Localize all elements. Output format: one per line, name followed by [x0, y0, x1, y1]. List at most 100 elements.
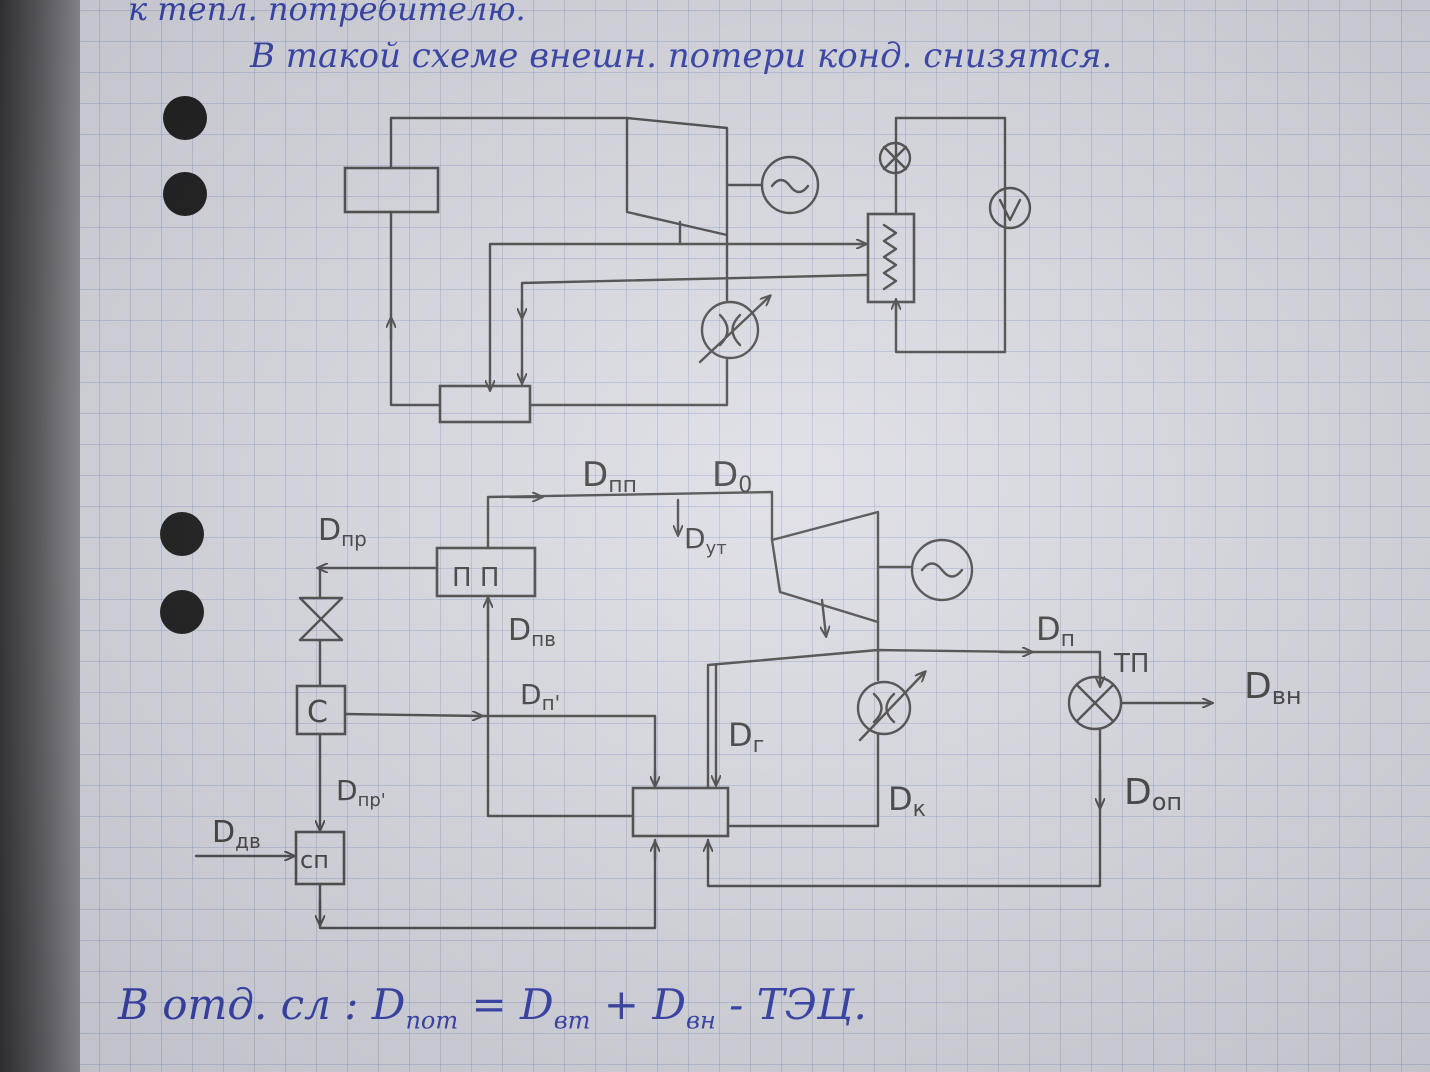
boiler-box: [343, 166, 440, 214]
note-second-line: В такой схеме внешн. потери конд. снизят…: [250, 36, 1113, 76]
label-d-0-sub: 0: [738, 473, 752, 498]
label-pp-box: П П: [452, 563, 499, 593]
svg-text:Dпр': Dпр': [336, 774, 386, 811]
punch-hole-2: [163, 172, 207, 216]
valve-icon: [298, 596, 344, 642]
svg-text:Dп': Dп': [520, 678, 560, 715]
pp-box: [435, 546, 537, 598]
punch-hole-1: [163, 96, 207, 140]
label-tp: ТП: [1113, 649, 1149, 679]
svg-text:D0: D0: [712, 455, 752, 498]
label-d-pv-sub: пв: [531, 627, 556, 651]
pump-box-top: [438, 384, 532, 424]
label-d-pv: D: [508, 613, 531, 648]
condenser-arrow-bottom: [858, 672, 925, 742]
punch-hole-4: [160, 590, 204, 634]
label-d-ut-sub: ут: [706, 538, 727, 559]
consumer-valve-icon: [878, 141, 912, 175]
svg-text:Dп: Dп: [1036, 610, 1075, 652]
svg-text:Dвн: Dвн: [1244, 666, 1302, 710]
main-steam-line: [486, 490, 774, 550]
svg-text:Dут: Dут: [684, 522, 727, 559]
turbine-bottom: [770, 510, 880, 624]
steam-line-top: [389, 116, 629, 170]
label-d-r-sub: г: [753, 733, 765, 758]
note-top-line: к тепл. потребителю.: [128, 0, 526, 28]
svg-text:Dпп: Dпп: [582, 455, 637, 498]
label-d-pr: D: [318, 513, 341, 548]
page-edge: [0, 0, 80, 1072]
label-d-p-prime: D: [520, 678, 542, 711]
label-d-pp-sub: пп: [608, 473, 637, 498]
consumer-pump-mark: [998, 198, 1022, 222]
label-d-op: D: [1124, 772, 1152, 813]
generator-bottom-icon: [910, 538, 974, 602]
label-d-n: D: [1036, 610, 1061, 648]
top-scheme: [343, 116, 1032, 424]
condenser-arrow-top: [698, 296, 770, 364]
bottom-text-4: - ТЭЦ.: [729, 980, 867, 1029]
heating-extraction-line: [706, 648, 1032, 790]
svg-text:Dпр: Dпр: [318, 513, 367, 551]
bottom-scheme: [194, 490, 1212, 930]
extraction-arrow-bottom: [822, 598, 826, 636]
svg-text:Dдв: Dдв: [212, 815, 261, 853]
separator-steam-line: [343, 714, 482, 716]
svg-text:Dк: Dк: [888, 780, 926, 822]
label-d-pr-prime-sub: пр': [358, 790, 386, 811]
bottom-text-1: В отд. сл : D: [118, 980, 406, 1029]
svg-text:Dпв: Dпв: [508, 613, 556, 651]
label-separator-box: С: [307, 695, 328, 730]
svg-text:Dг: Dг: [728, 716, 764, 758]
label-d-k-sub: к: [913, 797, 926, 822]
label-d-pp: D: [582, 455, 608, 495]
label-d-dv-sub: дв: [235, 829, 261, 853]
generator-wave-top: [770, 178, 810, 194]
punch-hole-3: [160, 512, 204, 556]
bottom-text-3: + D: [603, 980, 686, 1029]
condensate-return-bottom: [728, 732, 880, 828]
label-d-n-sub: п: [1061, 627, 1075, 652]
diagram-label-group: Dпп D0 Dут Dпр П П Dпв Dп' С Dпр' Dдв сп…: [212, 455, 1302, 874]
separator-steam-into: [480, 714, 657, 786]
condensate-line: [520, 273, 868, 382]
condenser-return: [528, 356, 729, 407]
bottom-sub-2: вт: [553, 1006, 591, 1035]
label-d-p-prime-sub: п': [542, 691, 561, 715]
bottom-sub-1: пот: [405, 1006, 459, 1035]
condenser-bottom-icon: [856, 680, 912, 736]
condenser-top-icon: [700, 300, 760, 360]
consumer-loop: [894, 116, 1007, 354]
label-d-vn: D: [1244, 666, 1272, 707]
condenser-coil-bottom: [872, 692, 896, 724]
extraction-line-a: [488, 220, 682, 385]
label-d-0: D: [712, 455, 738, 495]
turbine-top: [625, 116, 729, 237]
label-d-ut: D: [684, 522, 706, 555]
label-d-r: D: [728, 716, 753, 754]
label-d-op-sub: оп: [1152, 788, 1182, 816]
label-d-pr-prime: D: [336, 774, 358, 807]
boiler-return-line: [389, 210, 442, 407]
sp-box: [294, 830, 346, 886]
bottom-text-2: = D: [471, 980, 554, 1029]
svg-text:Dоп: Dоп: [1124, 772, 1182, 816]
note-bottom-line: В отд. сл : Dпот = Dвт + Dвн - ТЭЦ.: [118, 980, 867, 1034]
feed-return-line: [318, 838, 657, 930]
heat-exchanger-coil-icon: [882, 223, 898, 291]
consumer-pump-icon: [988, 186, 1032, 230]
label-sp-box: сп: [300, 846, 329, 874]
heat-exchanger-box: [866, 212, 916, 304]
tp-consumer-cross: [1075, 683, 1115, 723]
label-d-k: D: [888, 780, 913, 818]
bottom-sub-3: вн: [686, 1006, 716, 1035]
generator-wave-bottom: [920, 562, 964, 578]
label-d-dv: D: [212, 815, 235, 850]
label-d-pr-sub: пр: [341, 527, 367, 551]
label-d-vn-sub: вн: [1272, 682, 1302, 710]
consumer-valve-cross: [882, 145, 908, 171]
generator-top-icon: [760, 155, 820, 215]
deaerator-box: [631, 786, 730, 838]
